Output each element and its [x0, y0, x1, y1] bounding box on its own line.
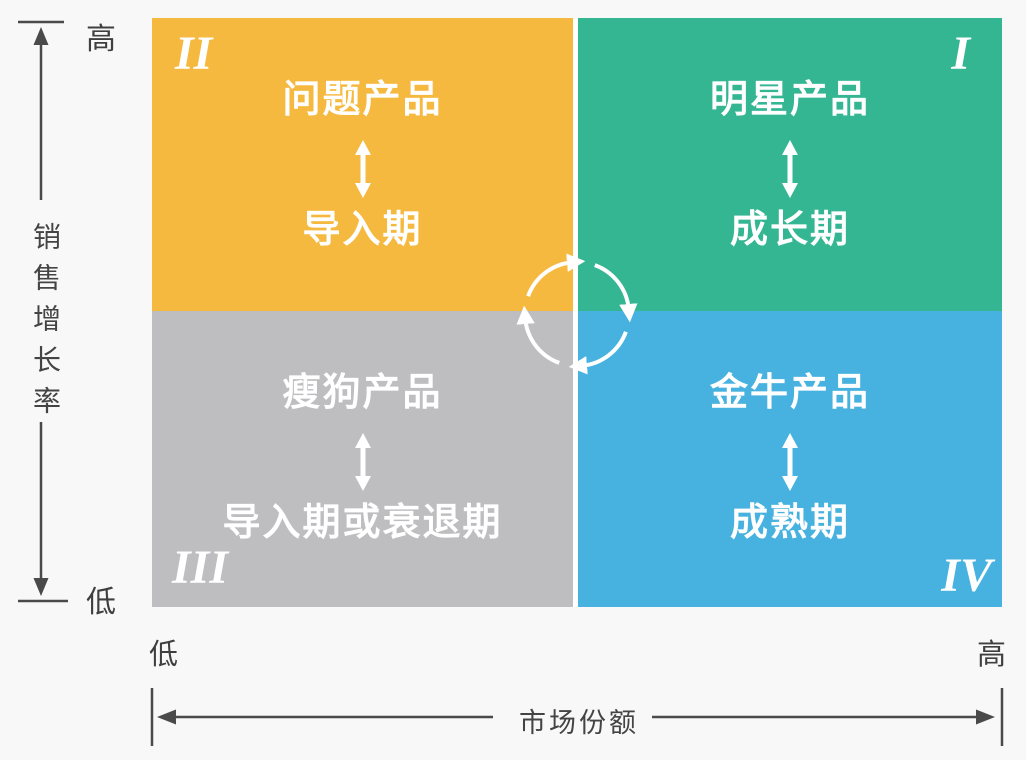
- x-axis-title: 市场份额: [519, 708, 639, 738]
- y-axis-high-label: 高: [86, 23, 116, 56]
- quadrant-title: 明星产品: [709, 79, 870, 121]
- quadrant-stage: 成长期: [729, 209, 850, 251]
- y-axis: [18, 20, 68, 603]
- quadrant-title: 瘦狗产品: [282, 372, 443, 414]
- quadrant-numeral: III: [172, 541, 229, 594]
- y-axis-low-label: 低: [86, 586, 116, 619]
- left-arrow-icon: [157, 709, 176, 725]
- quadrant-question-products: II 问题产品 导入期: [152, 18, 573, 311]
- vertical-double-arrow-icon: [782, 140, 798, 198]
- quadrant-stage: 导入期: [302, 209, 423, 251]
- down-arrow-icon: [33, 578, 49, 596]
- quadrant-numeral: II: [175, 27, 213, 80]
- cycle-arrows-icon: [516, 253, 638, 375]
- quadrant-matrix: II 问题产品 导入期 I 明星产品 成长期 III 瘦狗产品: [152, 18, 1002, 607]
- x-axis: [150, 688, 1004, 746]
- quadrant-numeral: I: [951, 27, 970, 80]
- vertical-double-arrow-icon: [354, 140, 371, 198]
- quadrant-title: 问题产品: [282, 79, 443, 121]
- quadrant-title: 金牛产品: [709, 372, 870, 414]
- right-arrow-icon: [976, 709, 995, 725]
- y-axis-title: 销售增长率: [30, 222, 61, 427]
- quadrant-dog-products: III 瘦狗产品 导入期或衰退期: [152, 311, 573, 607]
- vertical-double-arrow-icon: [782, 433, 798, 491]
- quadrant-stage: 成熟期: [729, 502, 850, 544]
- x-axis-high-label: 高: [977, 639, 1007, 671]
- quadrant-cash-cow-products: IV 金牛产品 成熟期: [578, 311, 1002, 607]
- quadrant-numeral: IV: [941, 549, 992, 602]
- up-arrow-icon: [33, 27, 49, 45]
- quadrant-star-products: I 明星产品 成长期: [578, 18, 1002, 311]
- vertical-double-arrow-icon: [354, 433, 371, 491]
- quadrant-stage: 导入期或衰退期: [222, 502, 503, 544]
- x-axis-low-label: 低: [149, 639, 179, 671]
